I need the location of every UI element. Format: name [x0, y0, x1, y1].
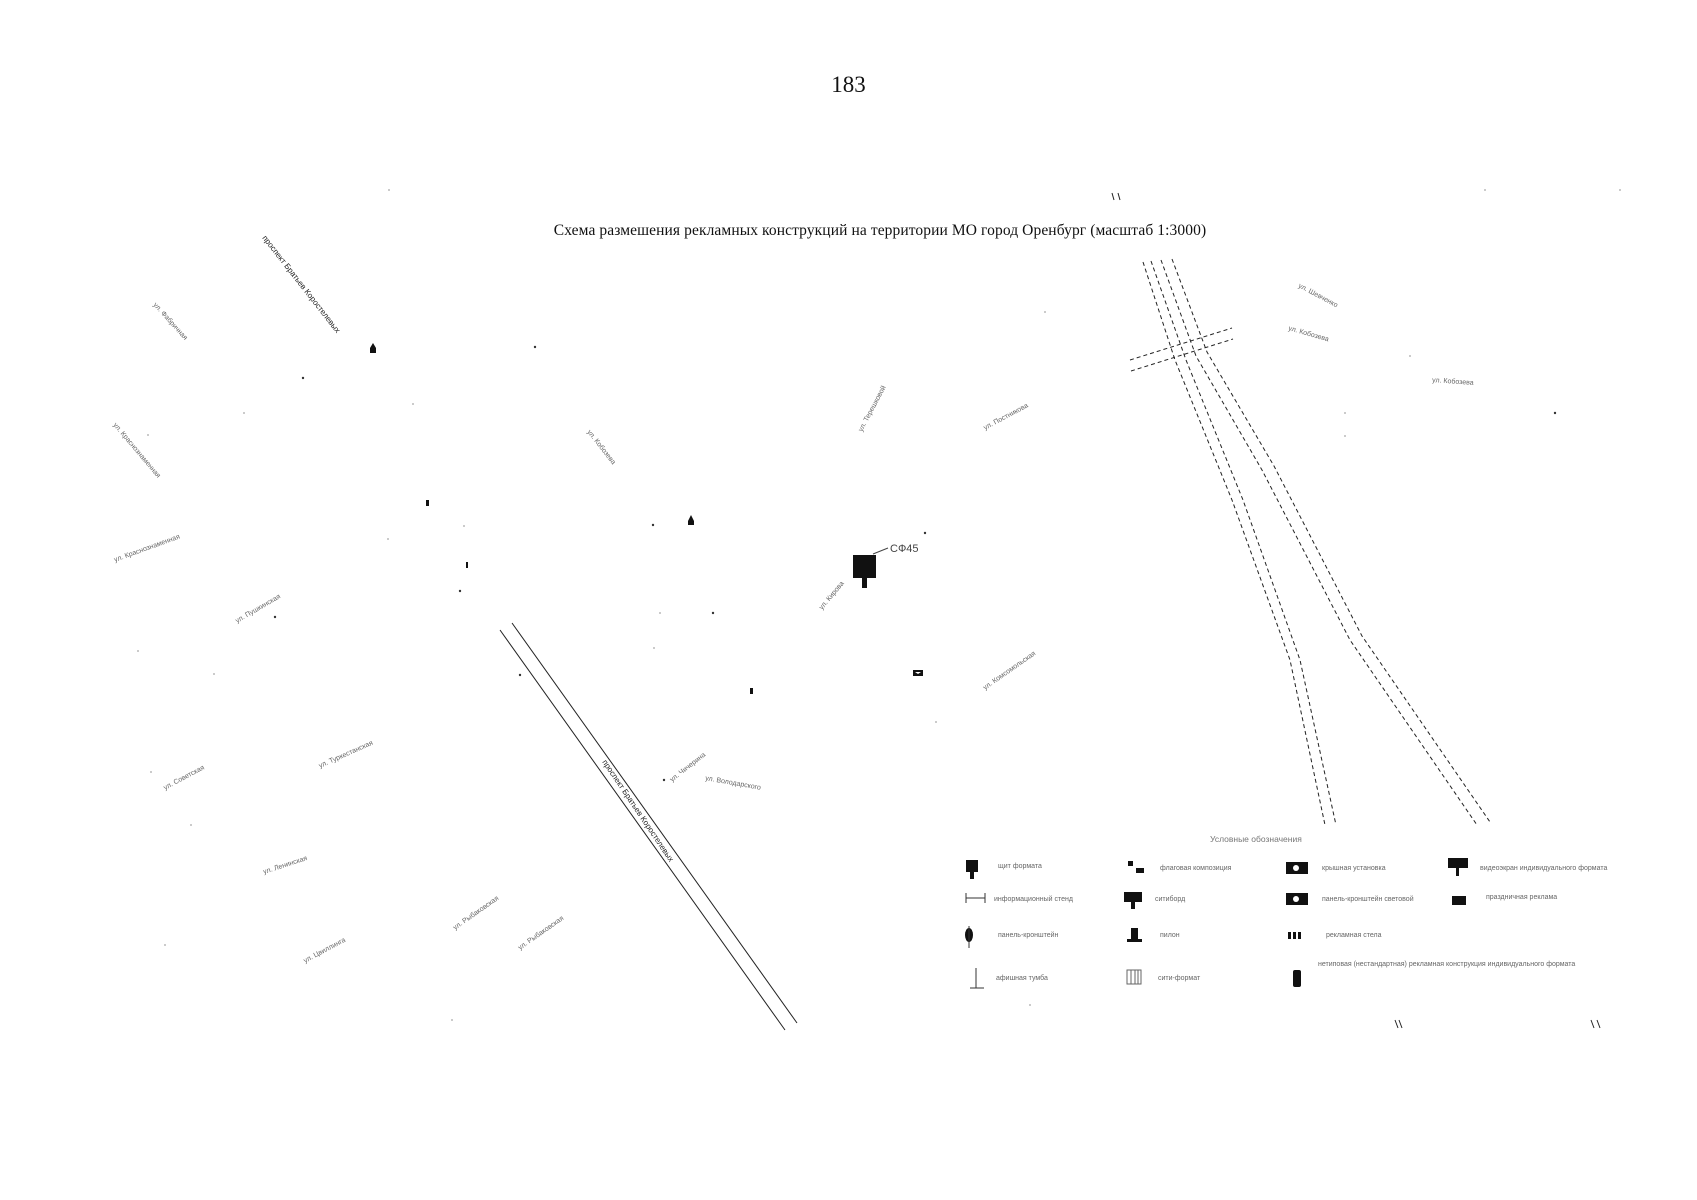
legend-label: крышная установка: [1322, 865, 1386, 872]
legend-item: афишная тумба: [970, 968, 1048, 989]
marker-pointer: [872, 547, 889, 555]
street-label: ул. Шевченко: [1297, 283, 1339, 310]
legend-item: сити-формат: [1126, 969, 1201, 985]
legend-item: видеоэкран индивидуального формата: [1448, 858, 1607, 876]
pylon-icon: [1127, 928, 1142, 942]
roof-installation-icon: [1286, 862, 1308, 874]
street-label: ул. Кобозева: [1287, 324, 1329, 343]
page-number: 183: [831, 72, 866, 97]
map-small-icons: [370, 343, 923, 694]
legend-label: видеоэкран индивидуального формата: [1480, 865, 1607, 872]
street-label: ул. Кирова: [818, 580, 846, 611]
street-label: ул. Комсомольская: [982, 650, 1037, 692]
legend-item: ситиборд: [1124, 892, 1185, 909]
legend-item: рекламная стела: [1288, 932, 1382, 939]
street-label: ул. Рыбаковская: [452, 894, 501, 932]
legend-label: нетиповая (нестандартная) рекламная конс…: [1318, 961, 1575, 968]
street-label: ул. Ленинская: [262, 855, 308, 876]
marker-label: СФ45: [890, 543, 919, 555]
street-label: ул. Рыбаковская: [517, 914, 566, 952]
legend-item: панель-кронштейн световой: [1286, 893, 1414, 905]
video-screen-icon: [1448, 858, 1468, 876]
building-icon: [370, 343, 376, 353]
shield-icon: [853, 555, 876, 578]
street-label: ул. Пушкинская: [235, 593, 283, 625]
legend-label: панель-кронштейн: [998, 931, 1059, 939]
ad-structure-marker[interactable]: СФ45: [853, 543, 919, 588]
stele-icon: [1288, 932, 1301, 939]
legend-item: пилон: [1127, 928, 1180, 942]
legend-label: праздничная реклама: [1486, 894, 1557, 901]
street-label: ул. Цвиллинга: [303, 937, 347, 965]
building-icon: [688, 515, 694, 525]
festive-ad-icon: [1452, 896, 1466, 905]
legend: Условные обозначения щит формата флагова…: [965, 834, 1607, 989]
street-label: ул. Постникова: [983, 402, 1030, 431]
street-labels: проспект Братьев Коростелевых проспект Б…: [111, 234, 1474, 965]
poster-pillar-icon: [970, 968, 984, 989]
wall-installation-icon: [1286, 893, 1308, 905]
legend-label: флаговая композиция: [1160, 865, 1232, 872]
street-label: проспект Братьев Коростелевых: [260, 234, 342, 335]
legend-label: информационный стенд: [994, 895, 1073, 903]
street-label: ул. Терешковой: [857, 384, 888, 433]
cityboard-icon: [1124, 892, 1142, 909]
legend-item: флаговая композиция: [1128, 861, 1232, 873]
building-icon: [913, 670, 923, 676]
legend-item: информационный стенд: [965, 893, 1073, 903]
legend-label: рекламная стела: [1326, 932, 1382, 939]
building-icon: [426, 500, 429, 506]
legend-item: панель-кронштейн: [965, 926, 1059, 948]
legend-label: пилон: [1160, 932, 1180, 939]
street-label: ул. Володарского: [705, 775, 762, 792]
street-label: ул. Фабричная: [152, 301, 190, 342]
info-stand-icon: [965, 893, 986, 903]
city-format-icon: [1126, 969, 1142, 985]
legend-label: панель-кронштейн световой: [1322, 895, 1414, 903]
flag-composition-icon: [1128, 861, 1144, 873]
street-label: ул. Туркестанская: [318, 740, 374, 770]
legend-label: афишная тумба: [996, 974, 1048, 982]
street-label: ул. Краснознаменная: [113, 533, 181, 563]
panel-bracket-icon: [965, 926, 973, 948]
legend-label: сити-формат: [1158, 975, 1201, 982]
background-dots: [137, 189, 1621, 1021]
railway-lines: [1129, 258, 1491, 826]
legend-title: Условные обозначения: [1210, 834, 1302, 844]
nonstandard-icon: [1293, 970, 1301, 987]
street-label: проспект Братьев Коростелевых: [600, 758, 675, 863]
street-label: ул. Краснознаменная: [111, 422, 161, 480]
legend-label: щит формата: [998, 863, 1042, 870]
legend-label: ситиборд: [1155, 895, 1185, 903]
corner-marks: [1111, 192, 1601, 1029]
legend-item: крышная установка: [1286, 862, 1386, 874]
legend-item: нетиповая (нестандартная) рекламная конс…: [1293, 961, 1575, 987]
street-label: ул. Кобозева: [585, 428, 617, 466]
shield-post: [862, 578, 867, 588]
street-label: ул. Советская: [163, 764, 206, 791]
legend-item: щит формата: [966, 860, 1042, 879]
building-icon: [466, 562, 468, 568]
avenue-lines: [499, 622, 798, 1031]
street-label: ул. Кобозева: [1432, 376, 1474, 387]
legend-item: праздничная реклама: [1452, 894, 1557, 905]
map-title: Схема размешения рекламных конструкций н…: [553, 222, 1207, 239]
street-label: ул. Чичерина: [669, 752, 707, 784]
shield-icon: [966, 860, 978, 879]
building-icon: [750, 688, 753, 694]
